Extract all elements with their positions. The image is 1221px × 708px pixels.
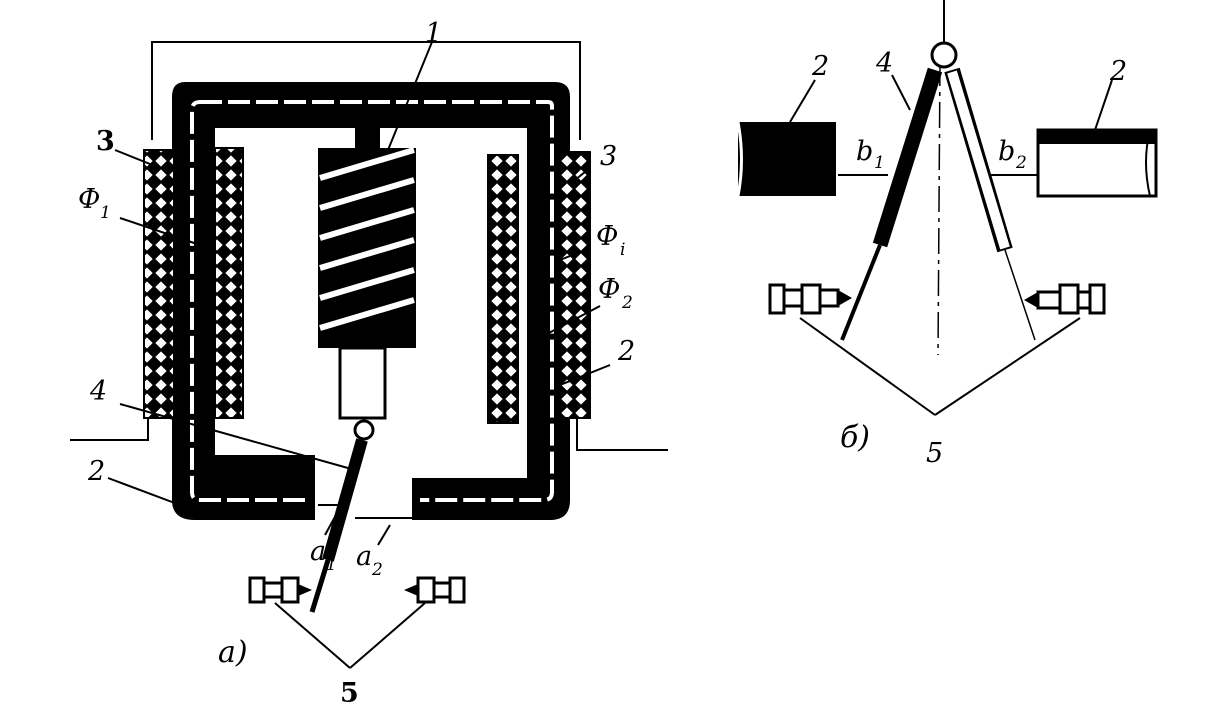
- label-contacts-5-a: 5: [340, 678, 359, 708]
- label-yoke-right-2: 2: [617, 336, 635, 367]
- lead-left: [70, 418, 149, 441]
- contact-left: [248, 576, 312, 604]
- leader-lines-a: [107, 41, 611, 669]
- label-flux-right-2-sub: 2: [621, 293, 633, 313]
- yoke-core: [172, 82, 570, 520]
- label-gap-b2-sub: 2: [1015, 153, 1027, 173]
- flux-path: [190, 100, 554, 502]
- pole-right-break: [1145, 129, 1151, 197]
- label-flux-right-i: Ф: [596, 221, 618, 252]
- armature-bar: [322, 438, 368, 562]
- center-core-neck: [355, 110, 380, 150]
- armature-b-alt-fill: [947, 70, 1010, 250]
- core-winding-stripes: [319, 147, 415, 331]
- armature-b-bar: [872, 67, 943, 248]
- wire-top: [151, 41, 581, 140]
- part-a-diagram: [70, 41, 668, 669]
- armature-pivot: [353, 419, 375, 441]
- label-gap-b1-sub: 1: [874, 153, 885, 173]
- pole-left: [738, 122, 836, 196]
- label-armature-b-4: 4: [875, 48, 893, 79]
- label-pole-right-2: 2: [1109, 56, 1127, 87]
- label-coil-left-3: 3: [96, 126, 115, 157]
- label-gap-a2-sub: 2: [371, 560, 383, 580]
- coil-left-inner: [214, 147, 244, 419]
- label-flux-right-i-sub: i: [620, 240, 625, 260]
- contact-b-right: [1024, 283, 1106, 315]
- part-b-diagram: [736, 0, 1158, 416]
- label-gap-b2: b: [998, 136, 1015, 167]
- leader-lines-b: [789, 74, 1113, 416]
- lead-right: [576, 418, 668, 451]
- coil-left-outer: [143, 149, 175, 419]
- contact-b-left: [768, 283, 852, 315]
- armature-b-pivot: [930, 41, 958, 69]
- label-gap-a1: a: [310, 536, 326, 567]
- axis-center: [937, 59, 941, 356]
- caption-part-b: б): [840, 420, 870, 455]
- label-gap-b1: b: [856, 136, 873, 167]
- label-contacts-5-b: 5: [926, 438, 943, 469]
- caption-part-a: a): [218, 635, 248, 670]
- label-core-1: 1: [425, 18, 442, 49]
- core-plunger: [338, 346, 387, 420]
- armature-b-tip: [840, 244, 882, 341]
- pole-right-top: [1038, 130, 1156, 144]
- label-gap-a1-sub: 1: [326, 555, 337, 575]
- contact-right: [404, 576, 466, 604]
- coil-right-outer: [559, 151, 591, 419]
- label-yoke-bottom-2: 2: [87, 456, 105, 487]
- pole-left-break: [736, 121, 743, 197]
- label-pole-left-2: 2: [811, 51, 829, 82]
- label-flux-left: Ф: [78, 184, 100, 215]
- armature-tip: [309, 559, 331, 613]
- label-flux-left-sub: 1: [100, 203, 111, 223]
- label-gap-a2: a: [356, 541, 372, 572]
- armature-b-alt-tip: [1004, 249, 1036, 341]
- center-core: [318, 148, 416, 348]
- label-flux-right-2: Ф: [598, 274, 620, 305]
- label-armature-4: 4: [89, 376, 107, 407]
- label-coil-right-3: 3: [600, 141, 617, 172]
- coil-right-inner: [487, 154, 519, 424]
